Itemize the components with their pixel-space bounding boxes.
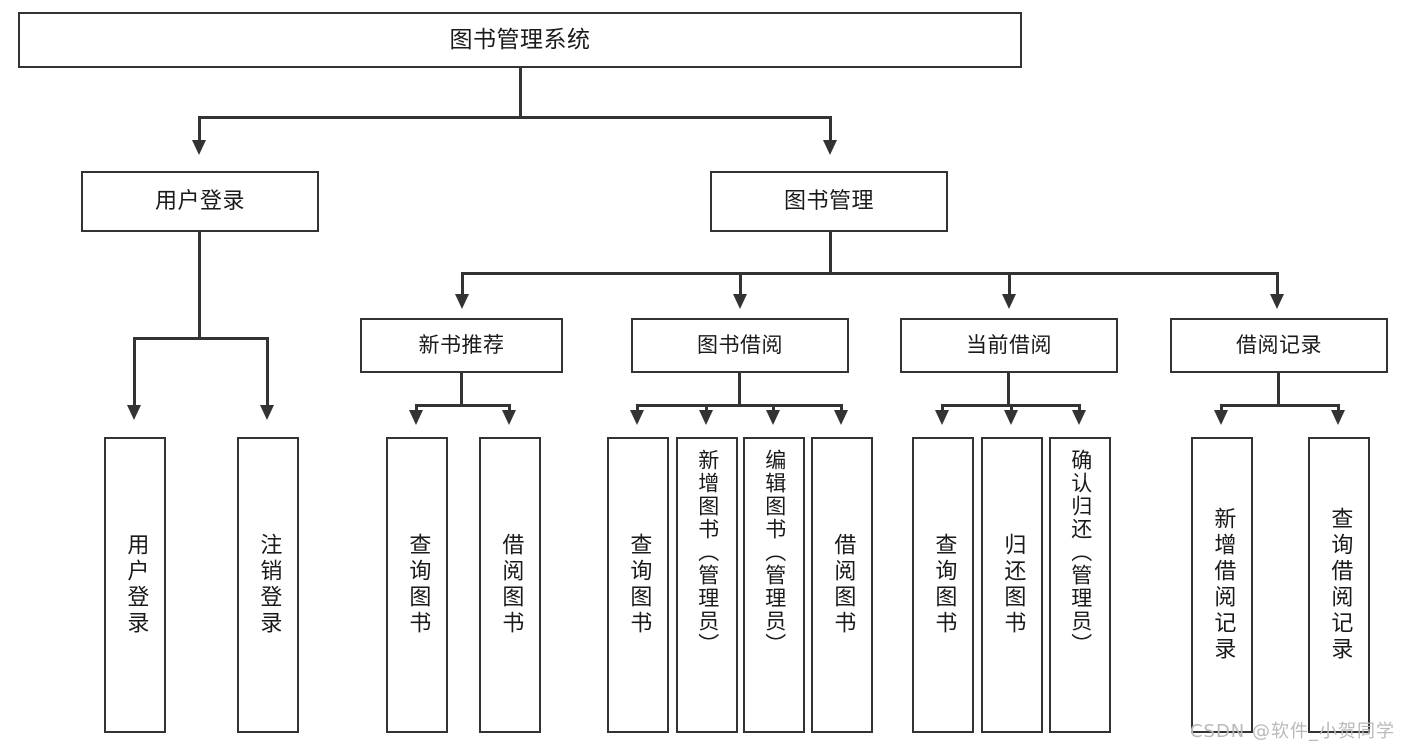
connector-borrow-record-stem <box>1277 373 1280 405</box>
node-label: 借阅图书 <box>498 533 524 637</box>
arrow-down-icon <box>1002 294 1016 309</box>
arrow-down-icon <box>127 405 141 420</box>
node-book-borrow[interactable]: 图书借阅 <box>631 318 849 373</box>
node-label: 编辑图书（管理员） <box>762 449 787 656</box>
leaf-add-book-admin[interactable]: 新增图书（管理员） <box>676 437 738 733</box>
node-label: 确认归还（管理员） <box>1068 449 1093 656</box>
node-label: 图书借阅 <box>697 333 783 358</box>
connector-root-stem <box>519 68 522 116</box>
node-label: 图书管理系统 <box>449 26 591 53</box>
leaf-book-borrow-query-book[interactable]: 查询图书 <box>607 437 669 733</box>
node-label: 图书管理 <box>783 188 874 214</box>
arrow-down-icon <box>733 294 747 309</box>
connector-book-borrow-stem <box>738 373 741 405</box>
node-book-management[interactable]: 图书管理 <box>710 171 948 232</box>
node-label: 用户登录 <box>123 533 149 637</box>
arrow-down-icon <box>1072 410 1086 425</box>
node-label: 借阅记录 <box>1236 333 1322 358</box>
node-label: 新增借阅记录 <box>1210 507 1236 663</box>
connector-book-mgmt-stem <box>829 232 832 273</box>
node-label: 查询图书 <box>626 533 652 637</box>
node-user-login[interactable]: 用户登录 <box>81 171 319 232</box>
connector-to-new-book <box>461 272 464 299</box>
leaf-logout[interactable]: 注销登录 <box>237 437 299 733</box>
leaf-query-borrow-record[interactable]: 查询借阅记录 <box>1308 437 1370 733</box>
watermark: CSDN @软件_小贺同学 <box>1189 721 1395 742</box>
node-label: 归还图书 <box>1000 533 1026 637</box>
node-label: 当前借阅 <box>966 333 1052 358</box>
leaf-add-borrow-record[interactable]: 新增借阅记录 <box>1191 437 1253 733</box>
leaf-current-query-book[interactable]: 查询图书 <box>912 437 974 733</box>
connector-borrow-record-bus <box>1220 404 1340 407</box>
connector-root-to-user-login <box>198 116 201 146</box>
leaf-new-book-borrow-book[interactable]: 借阅图书 <box>479 437 541 733</box>
arrow-down-icon <box>1214 410 1228 425</box>
arrow-down-icon <box>455 294 469 309</box>
arrow-down-icon <box>502 410 516 425</box>
arrow-down-icon <box>260 405 274 420</box>
arrow-down-icon <box>192 140 206 155</box>
node-label: 查询借阅记录 <box>1327 507 1353 663</box>
leaf-user-login[interactable]: 用户登录 <box>104 437 166 733</box>
connector-root-bus <box>198 116 832 119</box>
node-new-book-recommend[interactable]: 新书推荐 <box>360 318 563 373</box>
arrow-down-icon <box>834 410 848 425</box>
connector-to-current-borrow <box>1008 272 1011 299</box>
connector-user-login-bus <box>133 337 269 340</box>
arrow-down-icon <box>766 410 780 425</box>
arrow-down-icon <box>823 140 837 155</box>
connector-root-to-book-mgmt <box>829 116 832 146</box>
node-label: 新书推荐 <box>418 333 505 358</box>
arrow-down-icon <box>1270 294 1284 309</box>
leaf-return-book[interactable]: 归还图书 <box>981 437 1043 733</box>
connector-book-mgmt-bus <box>461 272 1279 275</box>
node-borrow-record[interactable]: 借阅记录 <box>1170 318 1388 373</box>
node-label: 借阅图书 <box>830 533 856 637</box>
arrow-down-icon <box>699 410 713 425</box>
connector-user-login-stem <box>198 232 201 338</box>
arrow-down-icon <box>630 410 644 425</box>
node-label: 新增图书（管理员） <box>695 449 720 656</box>
connector-current-borrow-stem <box>1007 373 1010 405</box>
connector-user-login-leaf-2 <box>266 337 269 410</box>
connector-to-borrow-record <box>1276 272 1279 299</box>
arrow-down-icon <box>1004 410 1018 425</box>
node-label: 注销登录 <box>256 533 282 637</box>
connector-user-login-leaf-1 <box>133 337 136 410</box>
node-label: 用户登录 <box>154 188 245 214</box>
arrow-down-icon <box>1331 410 1345 425</box>
node-root-system[interactable]: 图书管理系统 <box>18 12 1022 68</box>
node-label: 查询图书 <box>931 533 957 637</box>
node-label: 查询图书 <box>405 533 431 637</box>
leaf-confirm-return-admin[interactable]: 确认归还（管理员） <box>1049 437 1111 733</box>
connector-book-borrow-bus <box>636 404 843 407</box>
connector-new-book-stem <box>460 373 463 405</box>
leaf-book-borrow-borrow-book[interactable]: 借阅图书 <box>811 437 873 733</box>
arrow-down-icon <box>935 410 949 425</box>
leaf-new-book-query-book[interactable]: 查询图书 <box>386 437 448 733</box>
leaf-edit-book-admin[interactable]: 编辑图书（管理员） <box>743 437 805 733</box>
arrow-down-icon <box>409 410 423 425</box>
connector-to-book-borrow <box>739 272 742 299</box>
connector-new-book-bus <box>415 404 511 407</box>
node-current-borrow[interactable]: 当前借阅 <box>900 318 1118 373</box>
